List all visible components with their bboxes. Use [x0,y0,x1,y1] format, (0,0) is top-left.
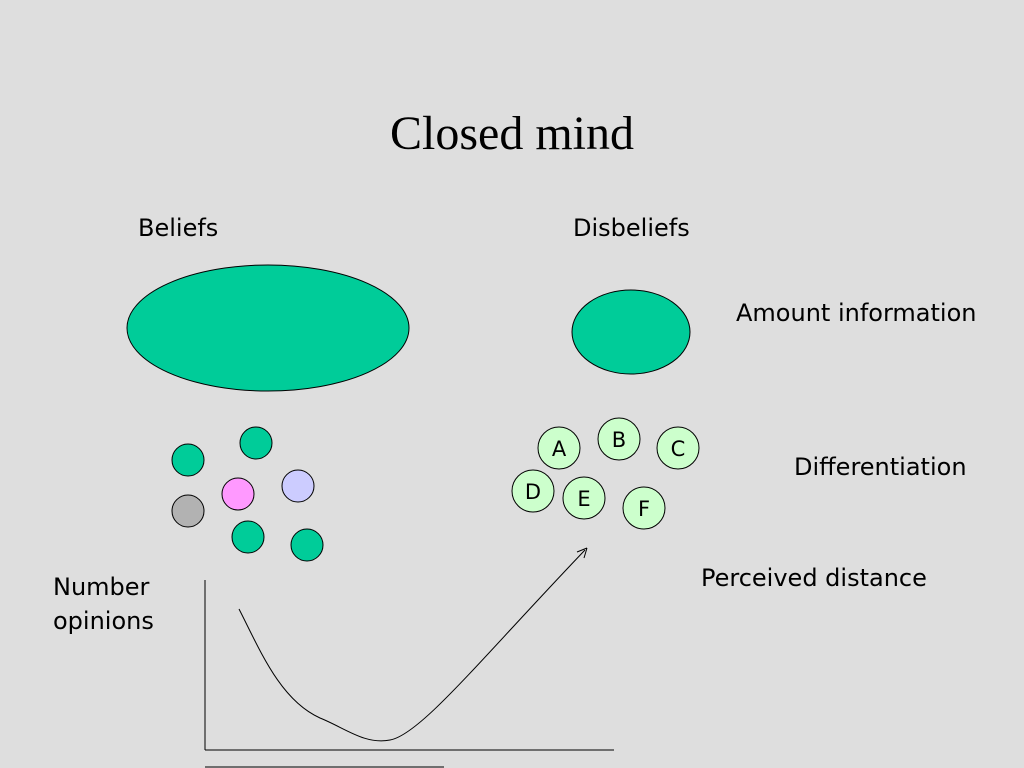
amount-information-label: Amount information [736,299,977,327]
disbelief-circle-d: D [511,469,555,513]
disbelief-label-c: C [671,437,686,461]
perceived-distance-label: Perceived distance [701,564,927,592]
disbelief-circle-c: C [656,426,700,470]
differentiation-label: Differentiation [794,453,967,481]
number-opinions-label-line1: Number [53,573,150,601]
number-opinions-label-line2: opinions [53,607,154,635]
disbelief-label-b: B [612,428,626,452]
disbeliefs-label: Disbeliefs [573,214,690,242]
belief-circle-gray [171,494,205,528]
opinion-curve [238,549,586,742]
disbeliefs-ellipse [571,289,691,375]
disbelief-label-d: D [525,480,541,504]
disbelief-circle-f: F [622,486,666,530]
disbelief-circle-b: B [597,417,641,461]
belief-circle-pink [221,477,255,511]
disbelief-circle-a: A [537,426,581,470]
disbelief-label-e: E [577,487,590,511]
belief-circle [239,426,273,460]
beliefs-ellipse [126,264,410,392]
slide-title: Closed mind [389,107,634,160]
belief-circle [231,520,265,554]
belief-circle [290,528,324,562]
belief-circle [171,443,205,477]
disbelief-circle-e: E [562,476,606,520]
belief-circle-lavender [281,469,315,503]
disbelief-label-f: F [638,497,650,521]
disbelief-label-a: A [552,437,567,461]
beliefs-label: Beliefs [138,214,219,242]
arrow-head-icon [576,547,588,559]
